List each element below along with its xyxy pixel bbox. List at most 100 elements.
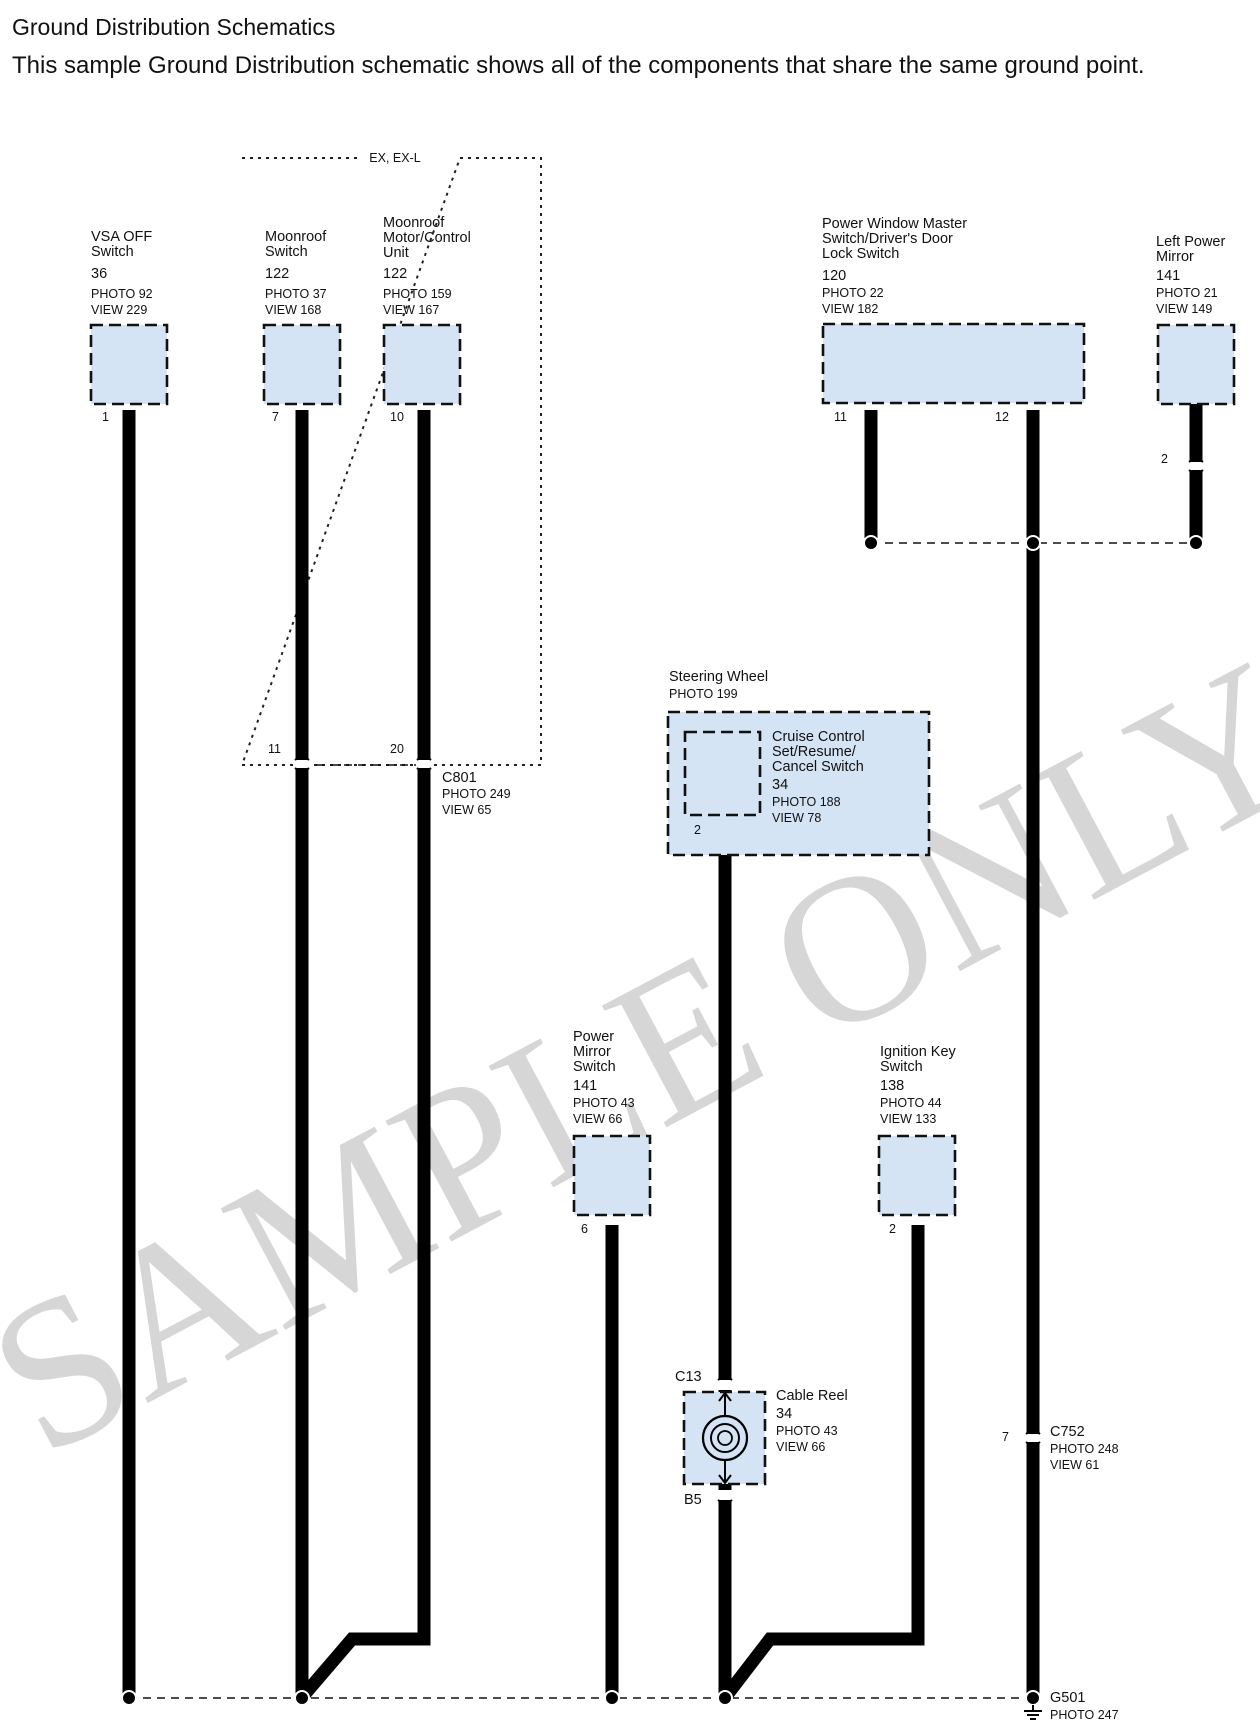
iks-box — [877, 1134, 957, 1217]
cruise-name3: Cancel Switch — [772, 759, 864, 775]
c801-view: VIEW 65 — [442, 803, 491, 817]
pwm-box — [821, 322, 1086, 405]
c752-pin: 7 — [1002, 1430, 1009, 1444]
c752-photo: PHOTO 248 — [1050, 1442, 1119, 1456]
g501-photo: PHOTO 247 — [1050, 1708, 1119, 1722]
cruise-num: 34 — [772, 777, 788, 793]
moonroof-motor-box — [382, 323, 462, 406]
moonroof-motor-name1: Moonroof — [383, 215, 445, 231]
wire-ignition-key — [721, 1225, 925, 1699]
vsa-view: VIEW 229 — [91, 303, 147, 317]
moonroof-switch-num: 122 — [265, 266, 289, 282]
cable-reel: C13 B5 Cable Reel 34 PHOTO 43 VIEW 66 — [675, 1369, 848, 1508]
moonroof-motor-conn-pin: 20 — [390, 742, 404, 756]
c801-name: C801 — [442, 770, 477, 786]
pwm-name1: Power Window Master — [822, 216, 967, 232]
wire-moonroof-motor — [299, 410, 431, 1700]
cruise-control-switch: Cruise Control Set/Resume/ Cancel Switch… — [683, 729, 865, 837]
moonroof-switch: Moonroof Switch 122 PHOTO 37 VIEW 168 7 … — [262, 229, 342, 756]
moonroof-motor-photo: PHOTO 159 — [383, 287, 452, 301]
g501-name: G501 — [1050, 1690, 1085, 1706]
vsa-pin: 1 — [102, 410, 109, 424]
moonroof-switch-name2: Switch — [265, 244, 308, 260]
pwm-num: 120 — [822, 268, 846, 284]
left-power-mirror: Left Power Mirror 141 PHOTO 21 VIEW 149 … — [1156, 234, 1236, 466]
lpm-view: VIEW 149 — [1156, 302, 1212, 316]
c752-name: C752 — [1050, 1424, 1085, 1440]
cruise-photo: PHOTO 188 — [772, 795, 841, 809]
connector-arcs — [294, 458, 1204, 1504]
vsa-num: 36 — [91, 266, 107, 282]
cable-reel-num: 34 — [776, 1406, 792, 1422]
iks-name2: Switch — [880, 1059, 923, 1075]
cable-reel-bottom-conn: B5 — [684, 1492, 702, 1508]
option-box-label: EX, EX-L — [369, 151, 420, 165]
c752-view: VIEW 61 — [1050, 1458, 1099, 1472]
iks-num: 138 — [880, 1078, 904, 1094]
moonroof-motor-num: 122 — [383, 266, 407, 282]
cruise-pin: 2 — [694, 823, 701, 837]
c801-photo: PHOTO 249 — [442, 787, 511, 801]
lpm-box — [1156, 323, 1236, 406]
cable-reel-top-conn: C13 — [675, 1369, 702, 1385]
moonroof-motor-name3: Unit — [383, 245, 409, 261]
ground-symbol-icon — [1024, 1705, 1042, 1720]
moonroof-motor-view: VIEW 167 — [383, 303, 439, 317]
pms-name2: Mirror — [573, 1044, 611, 1060]
moonroof-switch-box — [262, 323, 342, 406]
connector-breaks — [294, 462, 1204, 1500]
vsa-box — [89, 323, 169, 406]
steering-name: Steering Wheel — [669, 669, 768, 685]
vsa-photo: PHOTO 92 — [91, 287, 153, 301]
option-box: EX, EX-L — [240, 151, 542, 766]
vsa-off-switch: VSA OFF Switch 36 PHOTO 92 VIEW 229 1 — [89, 229, 169, 424]
cruise-box — [683, 730, 762, 817]
cable-reel-coil-icon — [701, 1414, 749, 1462]
cruise-view: VIEW 78 — [772, 811, 821, 825]
pwm-photo: PHOTO 22 — [822, 286, 884, 300]
iks-photo: PHOTO 44 — [880, 1096, 942, 1110]
moonroof-motor-name2: Motor/Control — [383, 230, 471, 246]
pms-box — [572, 1134, 652, 1217]
watermark: SAMPLE ONLY — [0, 617, 1260, 1499]
pwm-view: VIEW 182 — [822, 302, 878, 316]
moonroof-switch-photo: PHOTO 37 — [265, 287, 327, 301]
cable-reel-name: Cable Reel — [776, 1388, 848, 1404]
pms-view: VIEW 66 — [573, 1112, 622, 1126]
cable-reel-view: VIEW 66 — [776, 1440, 825, 1454]
power-mirror-switch: Power Mirror Switch 141 PHOTO 43 VIEW 66… — [572, 1029, 652, 1236]
ground-g501: G501 PHOTO 247 — [1024, 1690, 1119, 1722]
iks-name1: Ignition Key — [880, 1044, 957, 1060]
pwm-name3: Lock Switch — [822, 246, 899, 262]
moonroof-motor-control-unit: Moonroof Motor/Control Unit 122 PHOTO 15… — [382, 215, 471, 756]
connector-c801: C801 PHOTO 249 VIEW 65 — [442, 770, 511, 817]
pms-name1: Power — [573, 1029, 614, 1045]
iks-view: VIEW 133 — [880, 1112, 936, 1126]
lpm-name2: Mirror — [1156, 249, 1194, 265]
cruise-name1: Cruise Control — [772, 729, 865, 745]
connector-c752: 7 C752 PHOTO 248 VIEW 61 — [1002, 1424, 1119, 1472]
moonroof-switch-name1: Moonroof — [265, 229, 327, 245]
iks-pin: 2 — [889, 1222, 896, 1236]
pms-num: 141 — [573, 1078, 597, 1094]
lpm-name1: Left Power — [1156, 234, 1225, 250]
moonroof-switch-conn-pin: 11 — [268, 742, 281, 756]
pwm-pin-12: 12 — [995, 410, 1009, 424]
vsa-name2: Switch — [91, 244, 134, 260]
moonroof-switch-pin: 7 — [272, 410, 279, 424]
cable-reel-photo: PHOTO 43 — [776, 1424, 838, 1438]
vsa-name1: VSA OFF — [91, 229, 152, 245]
lpm-pin: 2 — [1161, 452, 1168, 466]
moonroof-switch-view: VIEW 168 — [265, 303, 321, 317]
splice-points — [121, 535, 1204, 1706]
lpm-photo: PHOTO 21 — [1156, 286, 1218, 300]
pwm-name2: Switch/Driver's Door — [822, 231, 953, 247]
pms-photo: PHOTO 43 — [573, 1096, 635, 1110]
wires — [122, 400, 1203, 1700]
lpm-num: 141 — [1156, 268, 1180, 284]
cruise-name2: Set/Resume/ — [772, 744, 857, 760]
ignition-key-switch: Ignition Key Switch 138 PHOTO 44 VIEW 13… — [877, 1044, 957, 1236]
power-window-master-switch: Power Window Master Switch/Driver's Door… — [821, 216, 1086, 424]
pwm-pin-11: 11 — [834, 410, 847, 424]
